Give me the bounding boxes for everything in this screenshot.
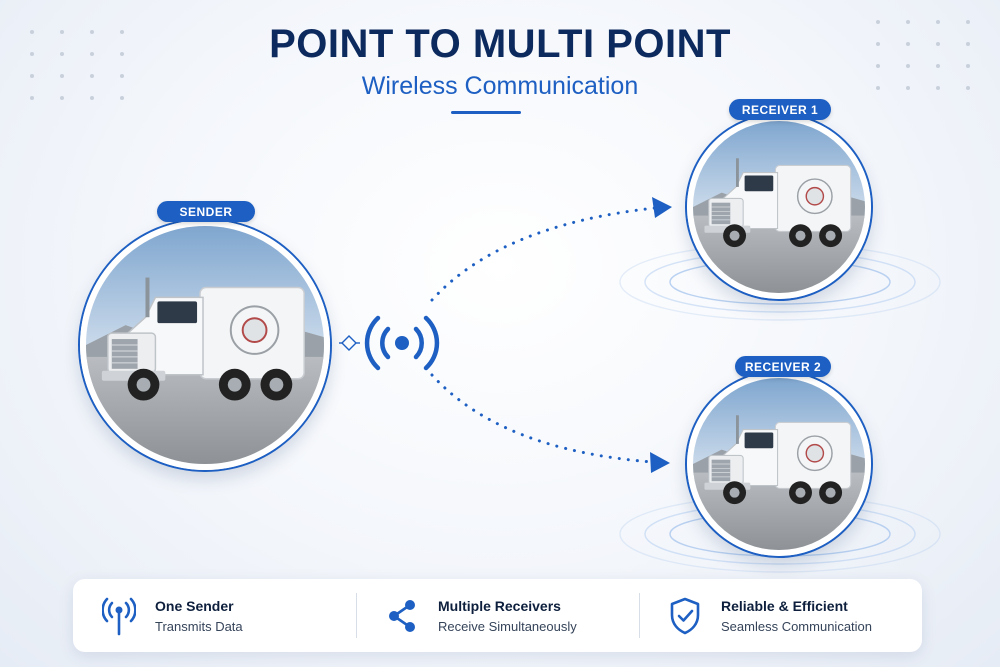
- connector-diamond-icon: [339, 335, 360, 351]
- feature-subtitle: Transmits Data: [155, 618, 243, 634]
- truck-photo: [693, 121, 865, 293]
- feature-title: One Sender: [155, 597, 234, 614]
- feature-title: Reliable & Efficient: [721, 597, 848, 614]
- page-title: POINT TO MULTI POINT: [269, 22, 731, 66]
- share-icon: [380, 594, 424, 638]
- decorative-dot-grid-left: [30, 30, 124, 100]
- receiver-1-badge: RECEIVER 1: [729, 99, 831, 120]
- flow-line-to-receiver-1: [430, 197, 672, 302]
- feature-one-sender: One Sender Transmits Data: [73, 579, 356, 652]
- shield-check-icon: [663, 594, 707, 638]
- receiver-2-badge: RECEIVER 2: [735, 356, 831, 377]
- features-bar: One Sender Transmits Data Multiple Recei…: [73, 579, 922, 652]
- page-subtitle: Wireless Communication: [361, 72, 639, 100]
- feature-subtitle: Seamless Communication: [721, 618, 873, 634]
- sender-truck-image: [80, 220, 330, 470]
- feature-multiple-receivers: Multiple Receivers Receive Simultaneousl…: [356, 579, 639, 652]
- feature-reliable-efficient: Reliable & Efficient Seamless Communicat…: [639, 579, 922, 652]
- truck-photo: [693, 378, 865, 550]
- receiver-1-truck-image: [687, 115, 871, 299]
- title-underline: [451, 111, 521, 114]
- broadcast-signal-icon: [364, 315, 440, 371]
- receiver-2-truck-image: [687, 372, 871, 556]
- decorative-dot-grid-right: [876, 20, 970, 90]
- truck-photo: [86, 226, 324, 464]
- feature-subtitle: Receive Simultaneously: [438, 618, 577, 634]
- antenna-icon: [97, 594, 141, 638]
- sender-badge: SENDER: [157, 201, 255, 222]
- feature-title: Multiple Receivers: [438, 597, 561, 614]
- flow-line-to-receiver-2: [430, 373, 670, 473]
